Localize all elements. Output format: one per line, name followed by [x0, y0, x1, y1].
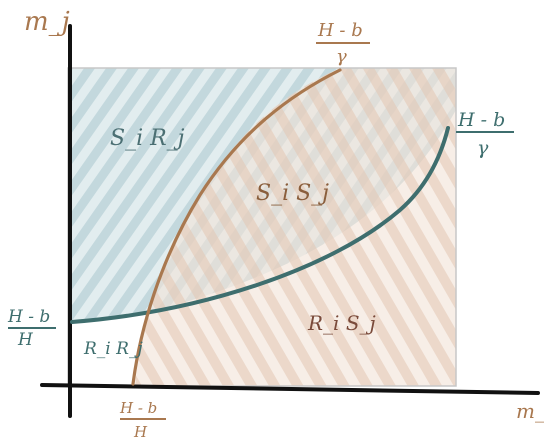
region-label-middle: S_i S_j — [256, 181, 329, 206]
fraction-brown-curve-top: H - b γ — [316, 20, 370, 67]
fraction-denominator: γ — [336, 46, 347, 67]
fraction-denominator: γ — [477, 137, 489, 159]
brown-curve — [131, 68, 342, 386]
region-label-bottom-left: R_i R_j — [83, 339, 143, 359]
fraction-numerator: H - b — [7, 307, 50, 327]
fraction-numerator: H - b — [119, 399, 157, 417]
brown-wash — [135, 68, 456, 386]
fraction-y-intercept: H - b H — [7, 307, 56, 350]
fraction-denominator: H — [133, 423, 148, 441]
fraction-numerator: H - b — [317, 20, 363, 41]
region-label-top-left: S_i R_j — [110, 126, 185, 151]
y-axis-label: m_j — [24, 7, 70, 37]
fraction-teal-curve-right: H - b γ — [456, 109, 514, 159]
fraction-denominator: H — [17, 330, 34, 350]
region-label-bottom-right: R_i S_j — [307, 311, 376, 335]
x-axis — [40, 383, 540, 395]
teal-curve — [70, 126, 450, 324]
fraction-numerator: H - b — [457, 109, 505, 131]
x-axis-label: m_i — [516, 399, 544, 423]
fraction-x-intercept: H - b H — [119, 399, 166, 441]
